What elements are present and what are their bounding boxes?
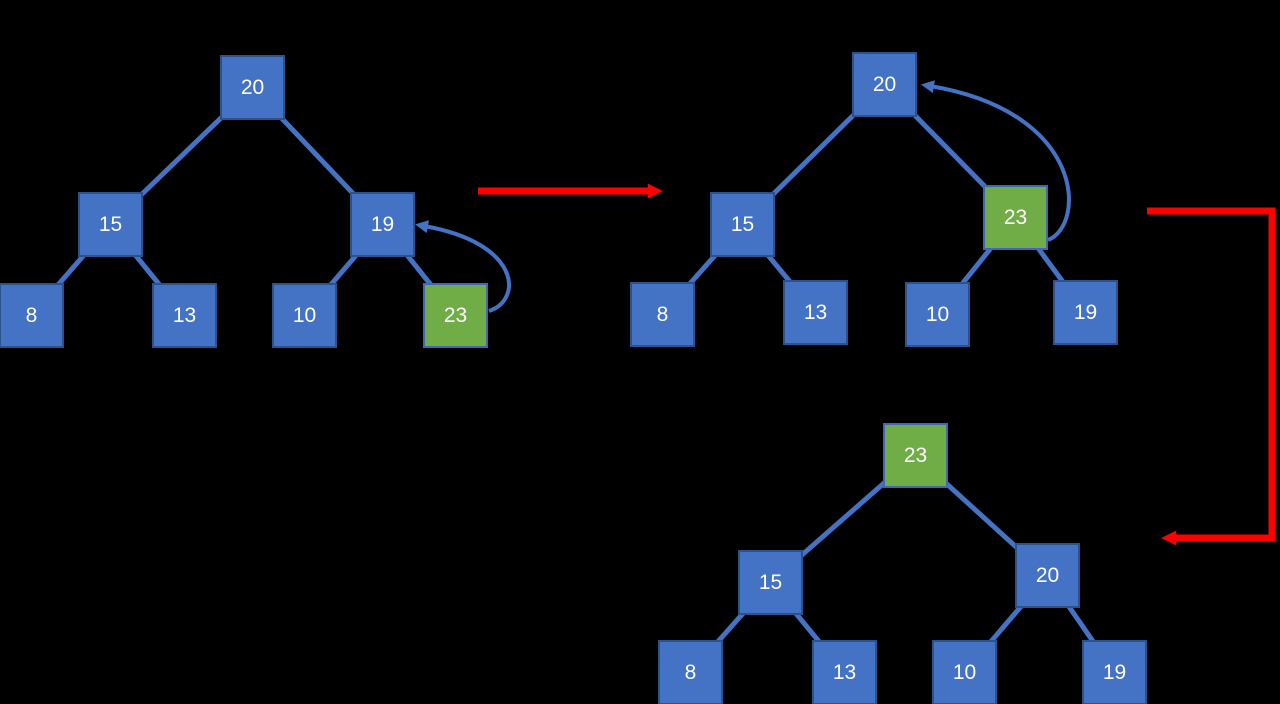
swap-arrow-step2 [921, 80, 1071, 242]
tree-edges [29, 82, 1117, 675]
heap-node-step2-19: 19 [1053, 280, 1118, 345]
heap-node-step1-15: 15 [78, 192, 143, 257]
heap-node-step2-23: 23 [983, 185, 1048, 250]
heap-node-step1-10: 10 [272, 283, 337, 348]
heap-node-step1-13: 13 [152, 283, 217, 348]
swap-arrows [415, 80, 1071, 313]
heap-node-step1-20: 20 [220, 55, 285, 120]
heap-node-step1-8: 8 [0, 283, 64, 348]
heap-node-step1-23: 23 [423, 283, 488, 348]
heap-node-step2-20: 20 [852, 52, 917, 117]
heap-node-step1-19: 19 [350, 192, 415, 257]
heap-node-step3-23: 23 [883, 423, 948, 488]
step-arrows [478, 183, 1276, 546]
swap-arrow-step1 [415, 220, 511, 313]
heap-node-step3-8: 8 [658, 640, 723, 704]
heap-node-step3-19: 19 [1082, 640, 1147, 704]
step-arrow-step2-to-step3 [1147, 207, 1276, 546]
heap-node-step2-13: 13 [783, 280, 848, 345]
heap-node-step3-10: 10 [932, 640, 997, 704]
heap-node-step2-8: 8 [630, 282, 695, 347]
heap-node-step3-20: 20 [1015, 543, 1080, 608]
heap-node-step2-15: 15 [710, 192, 775, 257]
heap-node-step3-15: 15 [738, 550, 803, 615]
heap-node-step3-13: 13 [812, 640, 877, 704]
heap-node-step2-10: 10 [905, 282, 970, 347]
